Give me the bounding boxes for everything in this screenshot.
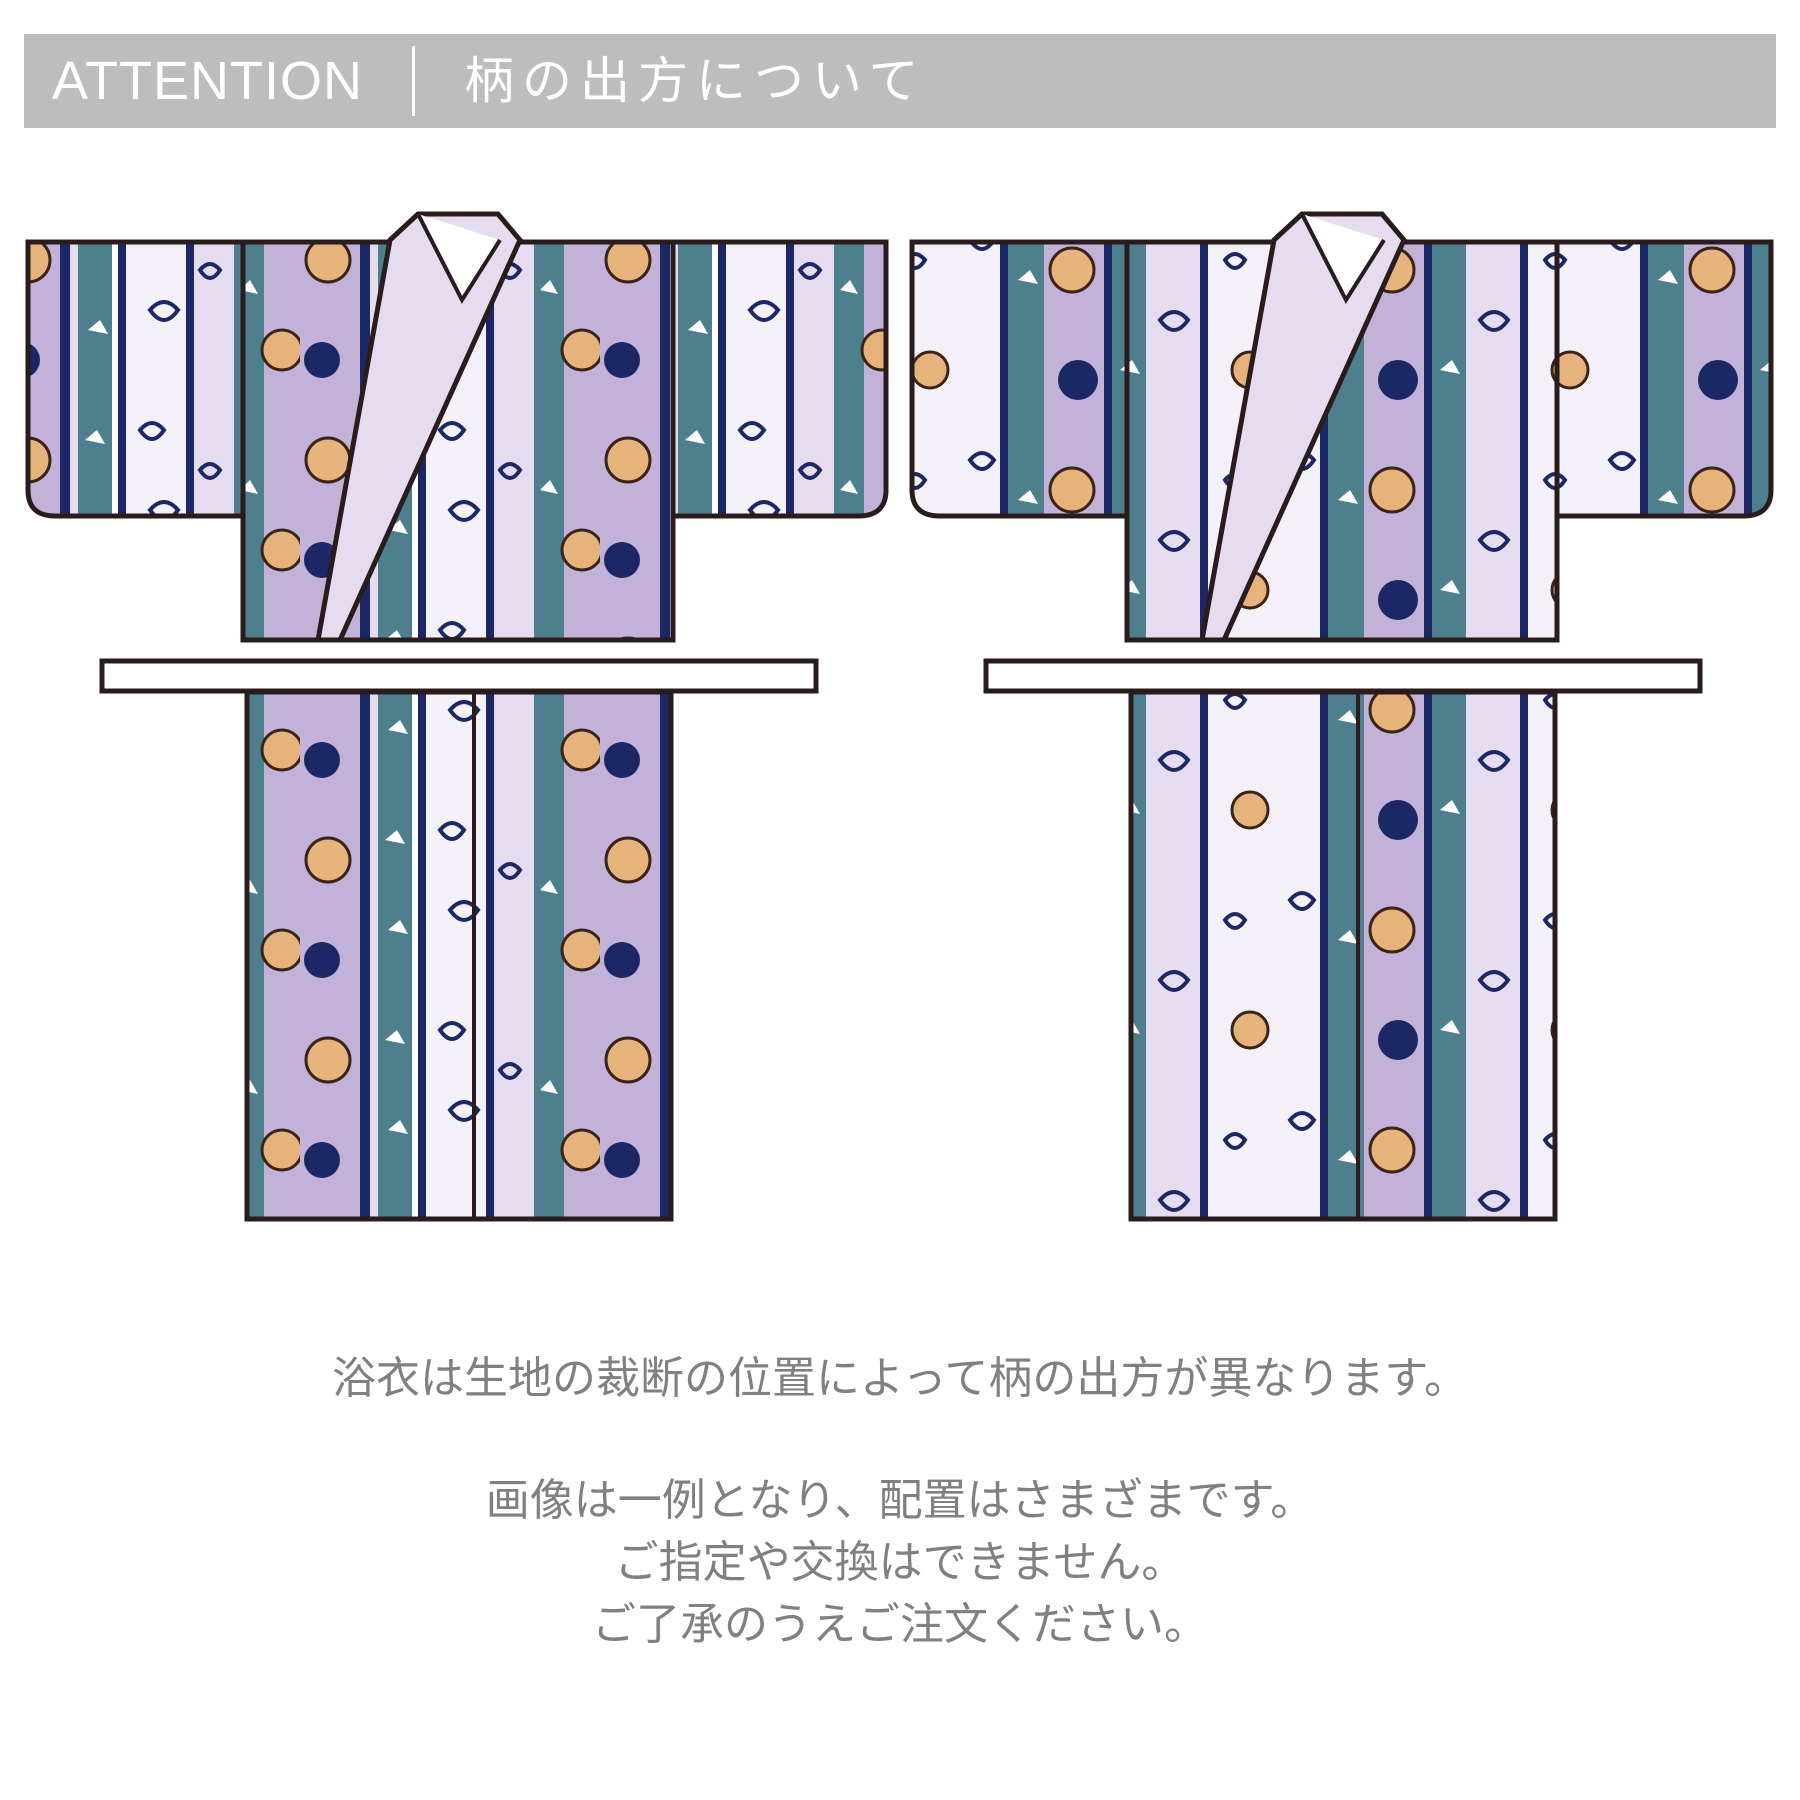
attention-header-bar — [24, 34, 1776, 128]
lower-body-left — [244, 689, 674, 1222]
attention-subtitle: 柄の出方について — [464, 52, 927, 110]
collar-inner-right — [1300, 213, 1386, 305]
yukata-figure-left — [25, 211, 889, 1222]
notice-line-2: 画像は一例となり、配置はさまざまです。 — [485, 1475, 1315, 1526]
right-sleeve-left — [670, 239, 889, 519]
notice-line-4: ご了承のうえご注文ください。 — [592, 1599, 1208, 1650]
right-sleeve-right — [1554, 239, 1774, 519]
collar-inner-left — [416, 213, 502, 305]
obi-band-right — [983, 658, 1703, 694]
lower-body-right — [1128, 689, 1558, 1222]
yukata-figure-right — [909, 211, 1774, 1222]
left-sleeve-left — [25, 239, 246, 519]
yukata-pattern-illustrations — [25, 211, 1774, 1222]
obi-band-left — [99, 658, 819, 694]
notice-line-3: ご指定や交換はできません。 — [614, 1537, 1186, 1588]
left-sleeve-right — [909, 239, 1130, 519]
header-separator — [412, 46, 415, 116]
attention-label: ATTENTION — [52, 51, 363, 111]
notice-line-1: 浴衣は生地の裁断の位置によって柄の出方が異なります。 — [331, 1353, 1469, 1404]
